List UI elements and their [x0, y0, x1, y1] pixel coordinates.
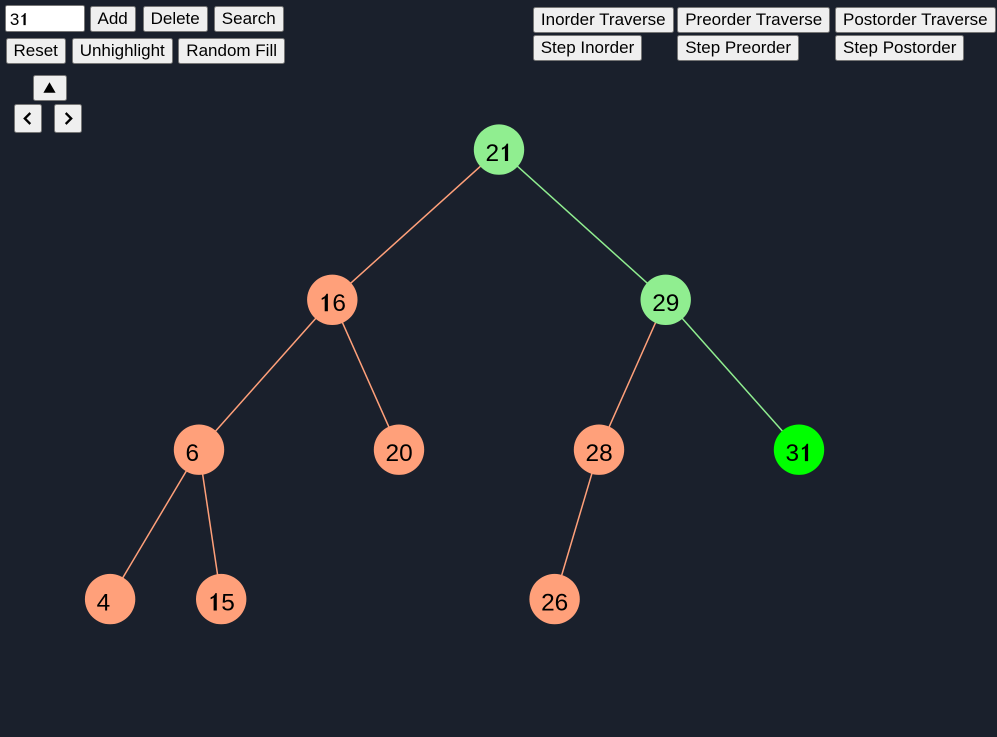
svg-text:29: 29: [652, 290, 679, 317]
svg-text:20: 20: [386, 440, 413, 467]
svg-text:3: 3: [786, 440, 800, 467]
svg-text:6: 6: [332, 290, 346, 317]
svg-text:6: 6: [186, 440, 200, 467]
svg-text:26: 26: [541, 590, 568, 617]
svg-text:5: 5: [221, 590, 235, 617]
svg-text:4: 4: [97, 590, 111, 617]
svg-text:2: 2: [486, 140, 500, 167]
svg-text:28: 28: [586, 440, 613, 467]
